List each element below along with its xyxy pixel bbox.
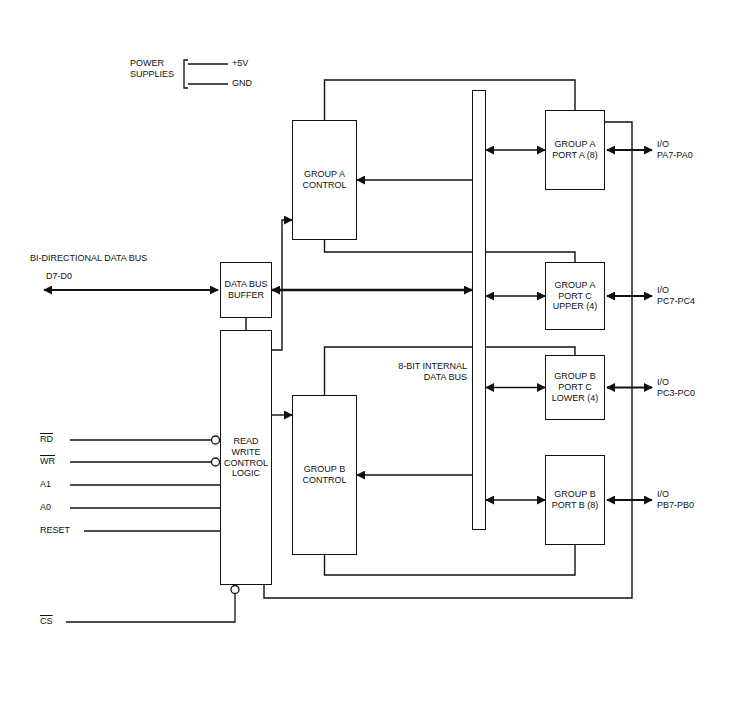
supply-label: POWER SUPPLIES	[130, 58, 180, 80]
rd-wire	[70, 439, 211, 440]
signal-name: CS	[40, 616, 53, 627]
signal-name: D7-D0	[46, 271, 72, 282]
io-label: I/O	[657, 285, 669, 296]
port-box: GROUP A PORT A (8)	[545, 110, 605, 190]
inversion-bubble	[231, 586, 239, 594]
port-pins: PC7-PC4	[657, 296, 695, 307]
io-label: I/O	[657, 489, 669, 500]
connector	[325, 545, 576, 575]
wr-wire	[70, 461, 211, 462]
box-label: GROUP B PORT B (8)	[549, 489, 601, 511]
connector	[486, 295, 545, 296]
inversion-bubble	[212, 458, 220, 466]
io-arrow	[607, 499, 652, 501]
cs-wire	[66, 594, 235, 622]
port-box: GROUP A PORT C UPPER (4)	[545, 262, 605, 330]
box-label: READ WRITE CONTROL LOGIC	[224, 436, 268, 479]
bus-label: 8-BIT INTERNAL DATA BUS	[387, 361, 467, 383]
connector	[272, 289, 472, 291]
supply-wire	[188, 63, 228, 64]
signal-name: RD	[40, 434, 53, 445]
control-logic-box: READ WRITE CONTROL LOGIC	[220, 330, 272, 585]
connector	[325, 80, 576, 120]
connector	[486, 387, 545, 388]
box-label: GROUP B CONTROL	[296, 464, 353, 486]
connector	[272, 220, 292, 350]
data-bus-arrow	[44, 289, 218, 291]
a0-wire	[70, 507, 220, 508]
reset-wire	[84, 530, 220, 531]
io-arrow	[607, 149, 652, 151]
port-pins: PA7-PA0	[657, 150, 693, 161]
power-bracket	[184, 60, 188, 88]
connector	[272, 414, 292, 415]
port-pins: PB7-PB0	[657, 500, 694, 511]
box-label: GROUP A PORT C UPPER (4)	[549, 280, 601, 312]
connector	[245, 318, 246, 330]
port-box: GROUP B PORT C LOWER (4)	[545, 355, 605, 420]
bus-name: BI-DIRECTIONAL DATA BUS	[30, 253, 147, 264]
connector	[357, 474, 472, 475]
pin-name: +5V	[232, 58, 248, 69]
connector	[357, 179, 472, 180]
signal-name: WR	[40, 456, 55, 467]
port-pins: PC3-PC0	[657, 388, 695, 399]
connector	[486, 499, 545, 500]
port-box: GROUP B PORT B (8)	[545, 455, 605, 545]
ground-wire	[188, 83, 228, 84]
inversion-bubble	[212, 436, 220, 444]
signal-name: A1	[40, 479, 51, 490]
connector	[325, 240, 576, 262]
group-control-box: GROUP B CONTROL	[292, 395, 357, 555]
io-label: I/O	[657, 139, 669, 150]
pin-name: GND	[232, 78, 252, 89]
box-label: GROUP B PORT C LOWER (4)	[549, 371, 601, 403]
box-label: GROUP A CONTROL	[296, 169, 353, 191]
box-label: DATA BUS BUFFER	[224, 279, 268, 301]
signal-name: A0	[40, 502, 51, 513]
internal-bus-bar: 8-BIT INTERNAL DATA BUS	[472, 90, 486, 530]
connector	[486, 149, 545, 150]
io-arrow	[607, 387, 652, 389]
a1-wire	[70, 484, 220, 485]
io-arrow	[607, 295, 652, 297]
connector	[325, 347, 576, 395]
box-label: GROUP A PORT A (8)	[549, 139, 601, 161]
signal-name: RESET	[40, 525, 70, 536]
io-label: I/O	[657, 377, 669, 388]
group-control-box: GROUP A CONTROL	[292, 120, 357, 240]
buffer-box: DATA BUS BUFFER	[220, 262, 272, 318]
